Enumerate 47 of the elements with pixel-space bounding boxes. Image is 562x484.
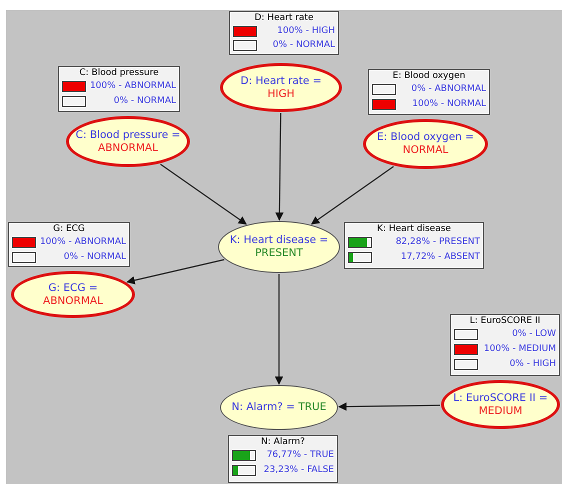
- probability-value: 17,72% - ABSENT: [400, 250, 480, 264]
- variable-name: G: ECG =: [48, 282, 98, 294]
- probability-panel: [450, 314, 560, 376]
- variable-state: PRESENT: [255, 247, 303, 259]
- probability-value: 0% - LOW: [512, 328, 556, 341]
- probability-value: 0% - NORMAL: [114, 94, 176, 108]
- panel-title: C: Blood pressure: [78, 68, 160, 79]
- panel-title: D: Heart rate: [253, 13, 314, 24]
- panel-title: N: Alarm?: [260, 437, 306, 448]
- variable-name: C: Blood pressure =: [76, 128, 180, 140]
- probability-panel: [8, 222, 130, 267]
- probability-value: 23,23% - FALSE: [264, 464, 334, 477]
- panel-title: L: EuroSCORE II: [468, 316, 542, 327]
- probability-value: 100% - MEDIUM: [484, 342, 556, 356]
- probability-value: 0% - ABNORMAL: [411, 82, 486, 96]
- variable-state: ABNORMAL: [98, 142, 158, 154]
- probability-panel: [344, 222, 484, 269]
- probability-panel: [368, 69, 490, 115]
- variable-name: N: Alarm? =: [232, 401, 295, 413]
- probability-value: 100% - ABNORMAL: [40, 236, 126, 249]
- probability-panel: [58, 66, 180, 112]
- variable-state: MEDIUM: [478, 404, 522, 416]
- panel-title: E: Blood oxygen: [392, 71, 466, 82]
- panel-title: G: ECG: [52, 224, 86, 235]
- probability-value: 0% - NORMAL: [272, 39, 335, 52]
- variable-name: L: EuroSCORE II =: [453, 392, 548, 404]
- variable-name: D: Heart rate =: [240, 74, 322, 86]
- variable-state: TRUE: [298, 401, 326, 413]
- probability-panel: [229, 11, 339, 55]
- probability-value: 0% - NORMAL: [64, 250, 126, 264]
- probability-value: 100% - NORMAL: [412, 98, 486, 111]
- variable-name: E: Blood oxygen =: [377, 131, 474, 143]
- probability-value: 76,77% - TRUE: [266, 448, 334, 462]
- variable-state: NORMAL: [402, 144, 448, 156]
- variable-state: HIGH: [267, 88, 295, 100]
- arrow: [274, 274, 284, 385]
- variable-name: K: Heart disease =: [230, 234, 328, 246]
- probability-panel: [228, 435, 338, 483]
- arrow: [275, 113, 284, 221]
- probability-value: 0% - HIGH: [510, 358, 556, 371]
- probability-value: 82,28% - PRESENT: [396, 236, 480, 249]
- variable-state: ABNORMAL: [43, 294, 103, 306]
- probability-value: 100% - HIGH: [277, 24, 335, 38]
- arrow: [338, 402, 440, 411]
- panel-title: K: Heart disease: [376, 224, 452, 235]
- probability-value: 100% - ABNORMAL: [90, 80, 176, 93]
- arrow: [126, 259, 224, 284]
